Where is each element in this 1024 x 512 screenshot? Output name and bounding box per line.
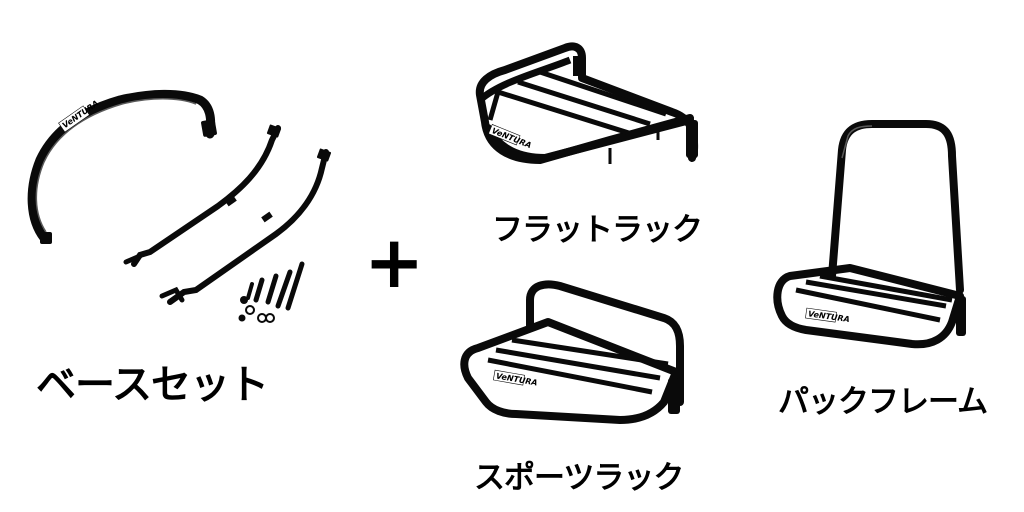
flat-rack-label: フラットラック bbox=[492, 212, 703, 248]
plus-sign: + bbox=[364, 220, 425, 304]
pack-frame-label: パックフレーム bbox=[778, 384, 988, 420]
base-set-rail bbox=[27, 89, 216, 243]
sport-rack-frame bbox=[460, 318, 680, 424]
pack-frame-platform bbox=[773, 264, 964, 349]
base-set-hardware bbox=[238, 261, 305, 323]
pack-frame-image: VeNTURA bbox=[773, 120, 966, 349]
pack-frame-hoop bbox=[828, 120, 964, 294]
base-set-label: ベースセット bbox=[36, 362, 269, 408]
base-set-stay-left bbox=[131, 125, 281, 267]
sport-rack-label: スポーツラック bbox=[474, 460, 684, 496]
flat-rack-image: VeNTURA bbox=[475, 42, 699, 164]
sport-rack-image: VeNTURA bbox=[460, 280, 684, 424]
sport-rack-hoop bbox=[526, 280, 684, 406]
base-set-image: VeNTURA bbox=[27, 89, 332, 323]
pack-frame-brand-logo: VeNTURA bbox=[807, 309, 850, 324]
base-set-stay-right bbox=[167, 149, 329, 305]
